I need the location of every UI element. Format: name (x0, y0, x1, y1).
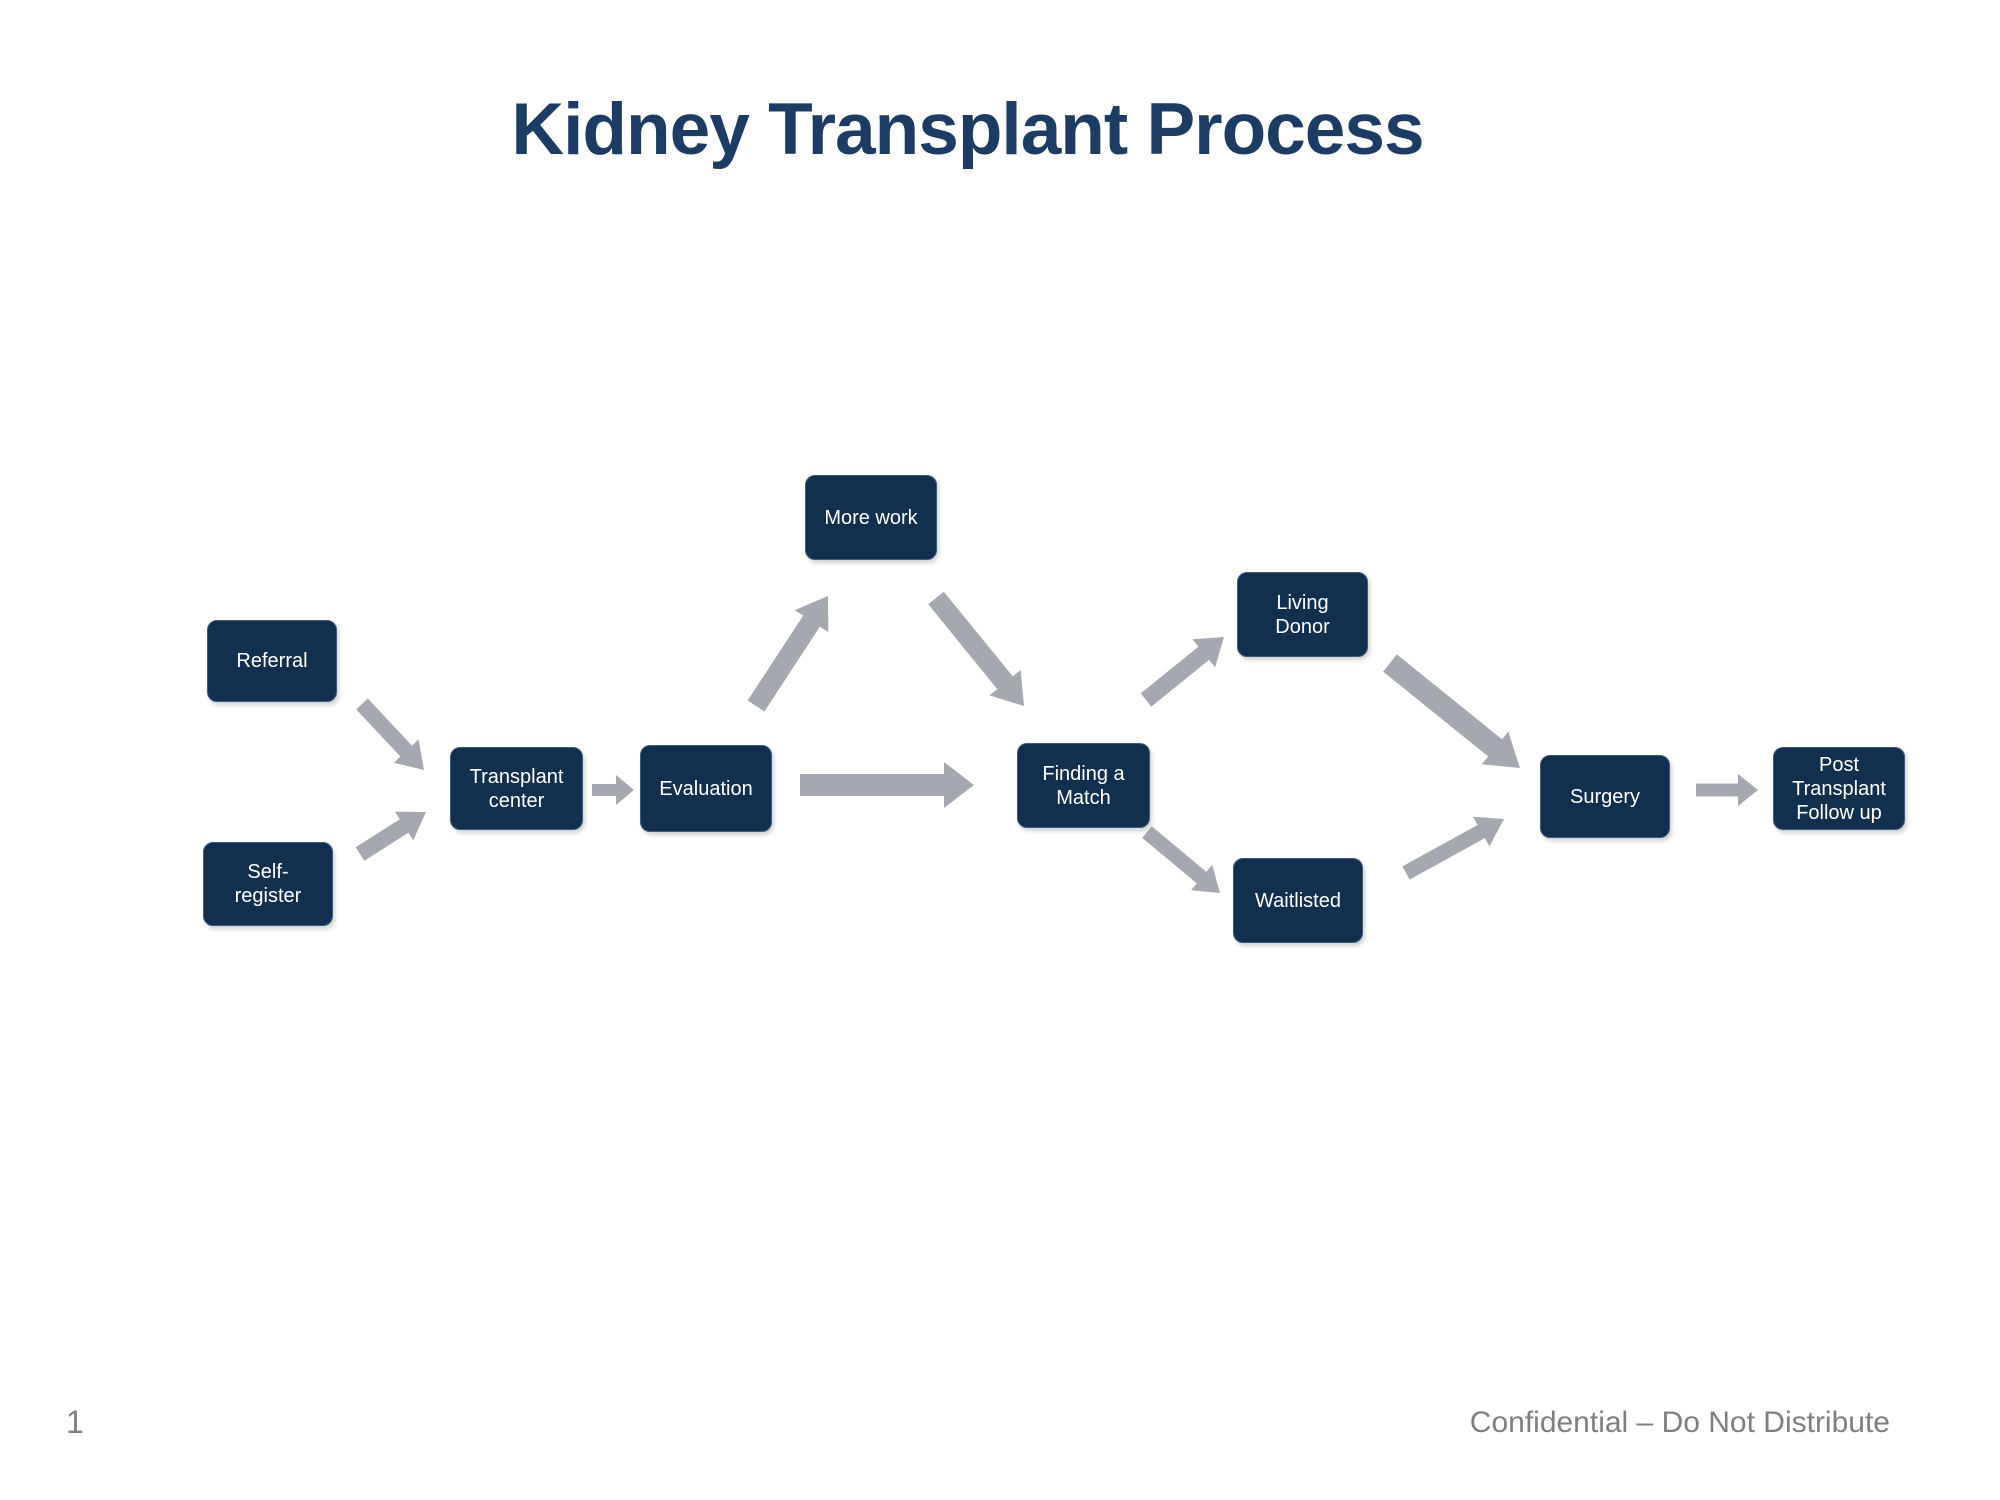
node-evaluation: Evaluation (640, 745, 772, 832)
arrow-waitlisted-to-surgery (1402, 816, 1504, 880)
node-finding-a-match: Finding a Match (1017, 743, 1150, 828)
node-surgery-label: Surgery (1569, 785, 1641, 808)
node-referral-label: Referral (236, 650, 308, 672)
node-living-donor-label: Living Donor (1275, 591, 1330, 638)
arrow-more-work-to-finding-a-match (928, 591, 1024, 706)
node-surgery: Surgery (1540, 755, 1670, 838)
arrow-finding-a-match-to-living-donor (1140, 637, 1224, 707)
arrow-evaluation-to-more-work (747, 596, 829, 712)
node-waitlisted: Waitlisted (1233, 858, 1363, 943)
node-more-work-label: More work (824, 506, 918, 529)
arrow-referral-to-transplant-center (356, 698, 424, 770)
node-transplant-center-label: Transplant center (469, 765, 564, 812)
arrow-self-register-to-transplant-center (355, 811, 426, 861)
node-self-register-label: Self- register (234, 861, 302, 907)
arrow-finding-a-match-to-waitlisted (1142, 826, 1220, 893)
arrow-transplant-center-to-evaluation (592, 775, 634, 805)
node-referral: Referral (207, 620, 337, 702)
node-more-work: More work (805, 475, 937, 560)
node-transplant-center: Transplant center (450, 747, 583, 830)
arrow-surgery-to-post-transplant-follow-up (1696, 774, 1758, 806)
node-waitlisted-label: Waitlisted (1255, 889, 1341, 912)
node-evaluation-label: Evaluation (659, 777, 753, 800)
page-number: 1 (66, 1404, 84, 1440)
confidential-footer: Confidential – Do Not Distribute (1469, 1406, 1890, 1439)
page-title: Kidney Transplant Process (511, 89, 1424, 170)
node-finding-a-match-label: Finding a Match (1042, 762, 1125, 809)
node-self-register: Self- register (203, 842, 333, 926)
node-post-transplant-follow-up: Post Transplant Follow up (1773, 747, 1905, 830)
node-living-donor: Living Donor (1237, 572, 1368, 657)
arrow-living-donor-to-surgery (1383, 654, 1520, 768)
arrow-evaluation-to-finding-a-match (800, 762, 974, 808)
node-post-transplant-follow-up-label: Post Transplant Follow up (1792, 753, 1886, 824)
